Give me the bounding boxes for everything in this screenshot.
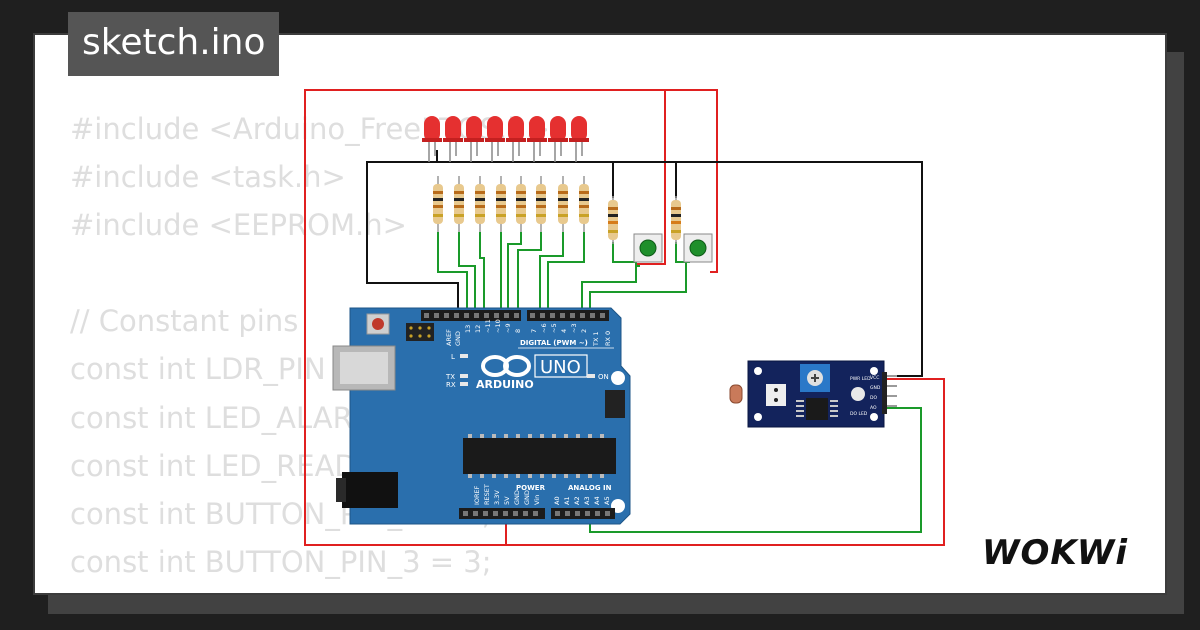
power-header-label: POWER xyxy=(516,484,546,492)
led xyxy=(527,116,547,162)
arduino-brand: ARDUINO xyxy=(476,378,534,391)
wires-red xyxy=(304,89,945,546)
pin-label: A2 xyxy=(573,496,581,505)
pin-label: 12 xyxy=(474,325,482,333)
resistor xyxy=(433,176,443,232)
resistor xyxy=(536,176,546,232)
module-pin-label: VCC xyxy=(870,375,879,381)
led-label-tx: TX xyxy=(445,373,455,381)
led-label-on: ON xyxy=(598,373,609,381)
pin-label: Vin xyxy=(533,495,541,505)
pin-label: 4 xyxy=(560,329,568,333)
pin-label: IOREF xyxy=(473,485,481,505)
wires-black xyxy=(366,150,923,377)
code-line: const int BUTTON_PIN_3 = 3; xyxy=(70,544,492,579)
module-pin-label: AO xyxy=(870,405,877,411)
pin-label: ~9 xyxy=(504,323,512,333)
pin-label: AREF xyxy=(445,329,453,346)
pin-label: ~10 xyxy=(494,319,502,333)
led xyxy=(548,116,568,162)
led xyxy=(422,116,442,162)
led-array xyxy=(422,116,589,162)
pin-label: 13 xyxy=(464,325,472,333)
led xyxy=(506,116,526,162)
led xyxy=(485,116,505,162)
wokwi-logo-icon: WOKWi xyxy=(982,533,1128,573)
pin-label: A1 xyxy=(563,496,571,505)
resistor xyxy=(516,176,526,232)
pin-label: GND xyxy=(454,331,462,346)
pin-label: A4 xyxy=(593,496,601,505)
led xyxy=(464,116,484,162)
pin-label: 2 xyxy=(580,329,588,333)
code-line: // Constant pins xyxy=(70,304,299,339)
pin-label: RESET xyxy=(483,484,491,505)
pin-label: TX 1 xyxy=(592,331,600,347)
wires-green xyxy=(437,232,922,533)
pin-label: A0 xyxy=(553,496,561,505)
pin-label: ~3 xyxy=(570,323,578,333)
digital-header-label: DIGITAL (PWM ~) xyxy=(520,339,588,347)
pushbutton xyxy=(633,233,663,263)
pin-label: ~5 xyxy=(550,323,558,333)
pin-label: RX 0 xyxy=(604,331,612,346)
pin-label: 7 xyxy=(530,329,538,333)
resistor xyxy=(671,196,681,244)
module-pin-label: GND xyxy=(870,385,881,391)
resistor xyxy=(558,176,568,232)
module-led-label: DO LED xyxy=(850,411,868,417)
pin-label: A5 xyxy=(603,496,611,505)
ldr-module: PWR LED DO LED VCC GND DO AO xyxy=(729,360,897,428)
resistor xyxy=(454,176,464,232)
resistor xyxy=(496,176,506,232)
resistor xyxy=(608,196,618,244)
pin-label: GND xyxy=(523,490,531,505)
arduino-uno-board: AREF GND 13 12 ~11 ~10 ~9 8 7 ~6 ~5 4 ~3… xyxy=(332,307,631,525)
pin-label: ~11 xyxy=(484,319,492,333)
module-led-label: PWR LED xyxy=(850,376,871,382)
resistor-array xyxy=(433,176,681,244)
arduino-logo-icon xyxy=(481,355,531,377)
resistor xyxy=(579,176,589,232)
led xyxy=(443,116,463,162)
pin-label: 3.3V xyxy=(493,490,501,505)
code-line: #include <EEPROM.h> xyxy=(70,208,407,243)
pin-label: GND xyxy=(513,490,521,505)
resistor xyxy=(475,176,485,232)
analog-header-label: ANALOG IN xyxy=(568,484,612,492)
pushbutton xyxy=(683,233,713,263)
module-pin-label: DO xyxy=(870,395,877,401)
wokwi-logo-text: WOKWi xyxy=(982,533,1128,573)
arduino-model: UNO xyxy=(540,357,581,378)
led-label-rx: RX xyxy=(446,381,456,389)
pin-label: 5V xyxy=(503,496,511,505)
led-label-l: L xyxy=(451,353,455,361)
pin-label: 8 xyxy=(514,329,522,333)
pin-label: A3 xyxy=(583,496,591,505)
code-line: #include <task.h> xyxy=(70,160,346,195)
led xyxy=(569,116,589,162)
sketch-title: sketch.ino xyxy=(68,12,280,76)
pin-label: ~6 xyxy=(540,323,548,333)
